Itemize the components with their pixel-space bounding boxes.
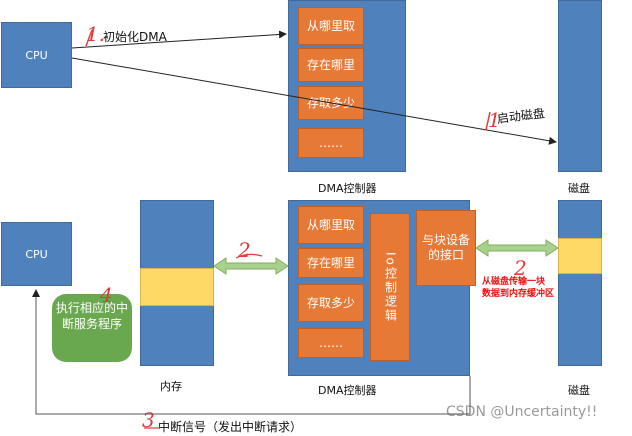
dma-reg-source-bottom: 从哪里取 — [298, 206, 364, 244]
dma-reg-source-top: 从哪里取 — [298, 7, 364, 45]
transfer-note-line1: 从磁盘传输一块 — [482, 277, 546, 287]
interrupt-signal-line — [32, 289, 471, 415]
block-device-interface: 与块设备的接口 — [416, 210, 476, 286]
arrow-cpu-to-dma — [71, 30, 287, 49]
red-stroke-1 — [85, 29, 93, 47]
watermark: CSDN @Uncertainty!! — [446, 404, 598, 420]
step1-label: 初始化DMA — [103, 30, 167, 44]
disk-column-bottom — [558, 200, 602, 366]
step2-number-right: 2 — [514, 256, 527, 280]
io-control-logic: Io控制逻辑 — [370, 213, 410, 361]
step1-number: 1. — [86, 22, 106, 46]
step-disk-number: 1 — [488, 108, 501, 132]
dma-reg-dest-bottom: 存在哪里 — [298, 248, 364, 278]
memory-buffer — [140, 268, 214, 306]
double-arrow-memory-dma — [213, 257, 289, 275]
disk-block — [558, 238, 602, 274]
dma-reg-more-bottom: …… — [298, 328, 364, 358]
dma-reg-dest-top: 存在哪里 — [298, 48, 364, 82]
cpu-label-top: CPU — [25, 48, 48, 62]
red-stroke-3 — [235, 253, 263, 259]
dma-label-bottom: DMA控制器 — [318, 384, 377, 397]
step4-number: 4 — [100, 283, 113, 307]
disk-column-top — [558, 0, 602, 172]
arrow-cpu-to-disk — [71, 57, 557, 145]
transfer-note: 从磁盘传输一块 数据到内存缓冲区 — [482, 276, 554, 300]
cpu-box-top: CPU — [1, 22, 72, 88]
interrupt-handler-bubble: 执行相应的中断服务程序 — [52, 294, 132, 362]
dma-label-top: DMA控制器 — [318, 182, 377, 195]
cpu-label-bottom: CPU — [25, 247, 48, 261]
interrupt-handler-text: 执行相应的中断服务程序 — [56, 301, 129, 331]
interrupt-signal-label: 中断信号（发出中断请求） — [158, 420, 303, 434]
transfer-note-line2: 数据到内存缓冲区 — [482, 289, 555, 299]
disk-label-bottom: 磁盘 — [568, 384, 590, 397]
double-arrow-dma-disk — [475, 239, 559, 257]
disk-label-top: 磁盘 — [568, 182, 590, 195]
red-stroke-2 — [485, 111, 491, 131]
dma-reg-more-top: …… — [298, 128, 364, 158]
memory-label: 内存 — [160, 380, 182, 393]
cpu-box-bottom: CPU — [1, 222, 72, 286]
dma-reg-count-bottom: 存取多少 — [298, 284, 364, 322]
